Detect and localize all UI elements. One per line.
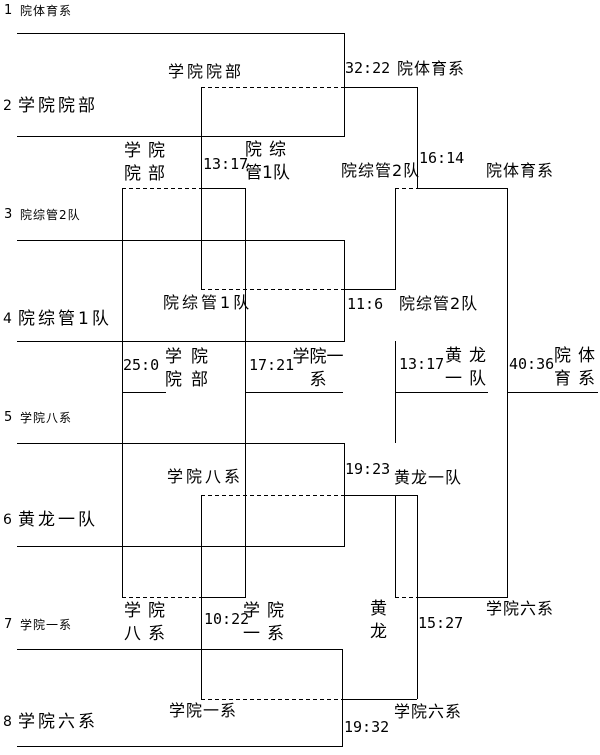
lower-losers-sf-winner-exit — [201, 597, 245, 598]
match-7v8-winner-label: 学院六系 — [394, 702, 463, 721]
team-7-name: 学院一系 — [20, 618, 73, 632]
upper-winners-sf-winner-exit — [417, 188, 507, 189]
match-1v2-loser-label: 学院院部 — [168, 62, 245, 81]
lower-winners-sf-score: 15:27 — [418, 614, 464, 632]
team-8-name: 学院六系 — [18, 712, 98, 732]
match-5v6-loser-label: 学院八系 — [167, 467, 244, 486]
champion-label: 院体 育系 — [554, 346, 600, 389]
loser-path-7v8 — [201, 699, 342, 700]
seventh-place-connector — [122, 188, 123, 598]
baseline-team4 — [17, 341, 344, 342]
winner-path-7v8 — [342, 699, 417, 700]
baseline-team3 — [17, 240, 344, 241]
upper-winners-sf-winner-label: 院体育系 — [486, 161, 555, 180]
connector-match-3v4 — [344, 240, 345, 342]
upper-losers-sf-score: 13:17 — [203, 155, 249, 173]
team-4-name: 院综管1队 — [18, 309, 112, 329]
upper-losers-sf-loser-exit — [122, 188, 201, 189]
team-5-name: 学院八系 — [20, 411, 73, 425]
third-place-score: 13:17 — [399, 355, 445, 373]
loser-path-1v2 — [201, 87, 344, 88]
match-7v8-loser-label: 学院一系 — [169, 701, 238, 720]
upper-winners-sf-loser-label: 院综管2队 — [341, 161, 421, 180]
seed-4: 4 — [3, 311, 12, 327]
baseline-team5 — [17, 443, 344, 444]
team-6-name: 黄龙一队 — [18, 510, 98, 530]
winner-path-5v6 — [344, 495, 417, 496]
third-place-line — [395, 392, 488, 393]
fifth-place-score: 17:21 — [249, 356, 295, 374]
upper-losers-sf-loser-label: 学院 院部 — [124, 141, 172, 184]
match-3v4-score: 11:6 — [347, 295, 384, 313]
team-2-name: 学院院部 — [18, 96, 98, 116]
lower-losers-sf-winner-label: 学院 一系 — [243, 601, 291, 644]
champion-score: 40:36 — [509, 355, 555, 373]
match-5v6-winner-label: 黄龙一队 — [394, 468, 463, 487]
seed-8: 8 — [3, 714, 12, 730]
seed-5: 5 — [4, 410, 13, 425]
lower-winners-sf-winner-label: 学院六系 — [486, 599, 555, 618]
fifth-place-connector — [245, 188, 246, 598]
team-3-name: 院综管2队 — [20, 208, 81, 222]
final-connector — [507, 188, 508, 598]
upper-winners-sf-rise — [395, 188, 396, 290]
seed-1: 1 — [4, 3, 13, 18]
seed-6: 6 — [3, 512, 12, 528]
match-3v4-loser-label: 院综管1队 — [163, 293, 253, 312]
winner-path-1v2 — [344, 87, 417, 88]
seed-3: 3 — [4, 207, 13, 222]
baseline-team8 — [17, 746, 342, 747]
baseline-team6 — [17, 546, 344, 547]
match-1v2-score: 32:22 — [345, 59, 391, 77]
upper-winners-sf-score: 16:14 — [419, 149, 465, 167]
fifth-place-winner-label: 学院一 系 — [292, 347, 344, 390]
connector-match-7v8 — [342, 649, 343, 747]
baseline-team1 — [17, 33, 344, 34]
team-1-name: 院体育系 — [20, 4, 73, 18]
fifth-place-line — [245, 392, 343, 393]
upper-winners-sf-drop — [417, 87, 418, 188]
lower-losers-sf-score: 10:22 — [204, 610, 250, 628]
match-3v4-winner-label: 院综管2队 — [399, 294, 479, 313]
lower-losers-sf-loser-exit — [122, 597, 201, 598]
loser-path-5v6 — [201, 495, 344, 496]
upper-losers-sf-winner-label: 院综 管1队 — [245, 140, 293, 183]
baseline-team2 — [17, 136, 344, 137]
match-7v8-score: 19:32 — [344, 718, 390, 736]
third-place-connector-lower — [395, 495, 396, 597]
match-1v2-winner-label: 院体育系 — [397, 59, 466, 78]
lower-winners-sf-winner-exit — [417, 597, 507, 598]
champion-line — [507, 392, 598, 393]
baseline-team7 — [17, 649, 342, 650]
seventh-place-score: 25:0 — [123, 356, 160, 374]
third-place-winner-label: 黄龙 一队 — [445, 346, 493, 389]
seed-7: 7 — [4, 617, 13, 632]
lower-losers-sf-loser-label: 学院 八系 — [124, 601, 172, 644]
seventh-place-winner-label: 学院 院部 — [165, 347, 217, 390]
match-5v6-score: 19:23 — [345, 460, 391, 478]
lower-winners-sf-loser-label: 黄 龙 — [370, 599, 387, 642]
seed-2: 2 — [3, 98, 12, 114]
connector-match-1v2 — [344, 33, 345, 137]
seventh-place-line — [122, 392, 166, 393]
winner-path-3v4 — [344, 289, 395, 290]
lower-winners-sf-loser-exit — [395, 597, 417, 598]
upper-losers-sf-winner-exit — [201, 188, 245, 189]
loser-path-3v4 — [201, 289, 344, 290]
upper-winners-sf-loser-exit — [395, 188, 417, 189]
